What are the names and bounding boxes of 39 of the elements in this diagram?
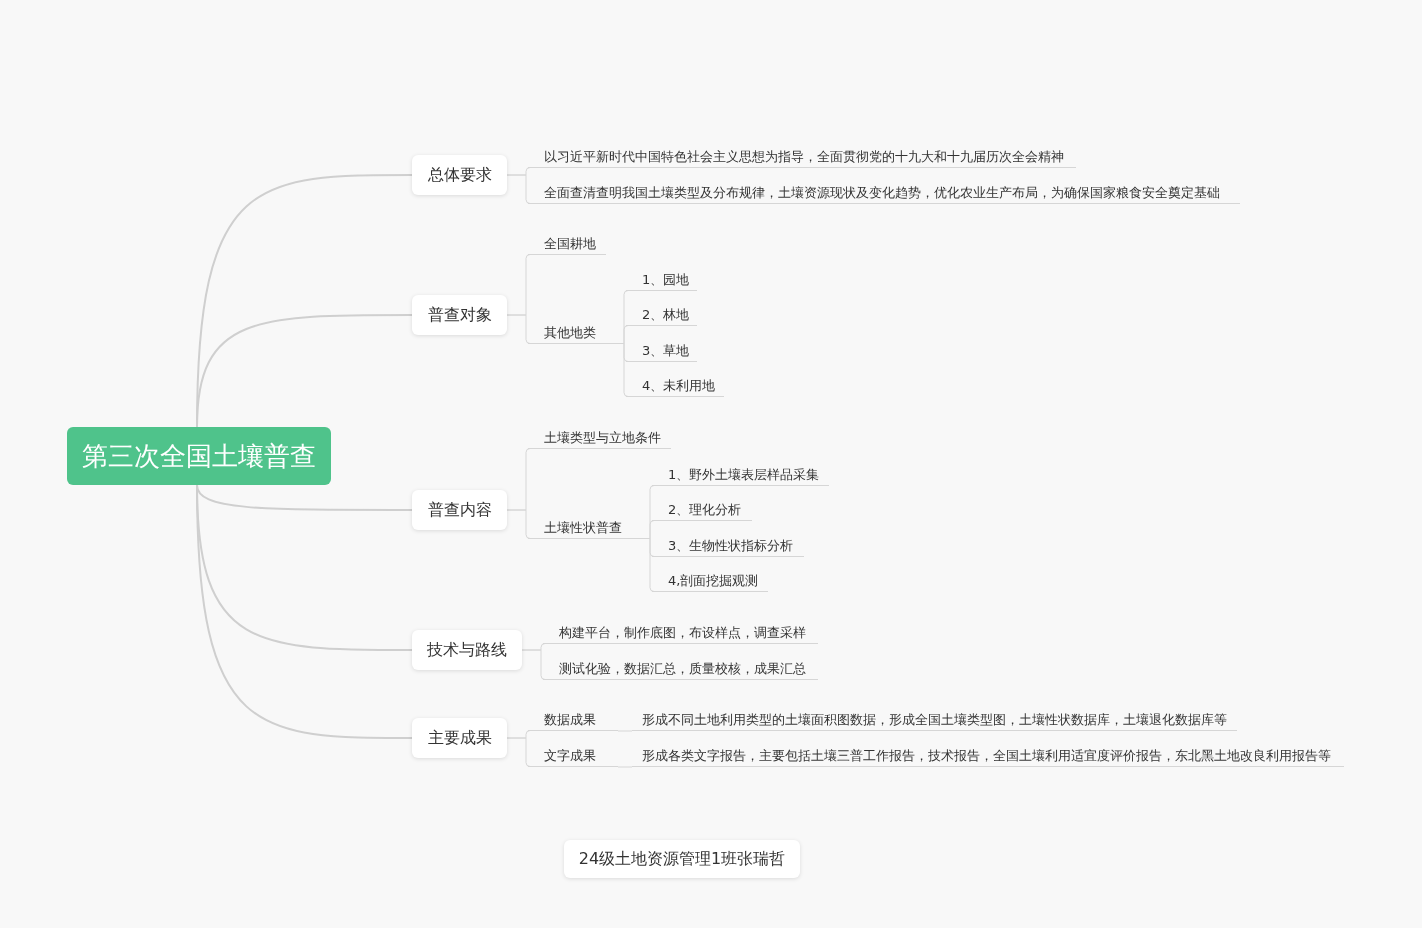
connector-line <box>506 737 531 767</box>
subtopic-label: 形成各类文字报告，主要包括土壤三普工作报告，技术报告，全国土壤利用适宜度评价报告，东北黑土地改良利用报告等 <box>632 746 1344 767</box>
topic-box: 总体要求 <box>412 155 507 195</box>
central-topic-box: 第三次全国土壤普查 <box>67 427 331 485</box>
connector-line <box>623 343 629 397</box>
subtopic-label: 2、林地 <box>626 305 697 326</box>
connector-line <box>649 538 655 592</box>
subtopic-label: 土壤性状普查 <box>528 518 650 539</box>
subtopic-label: 1、园地 <box>626 270 697 291</box>
topic-box: 普查对象 <box>412 295 507 335</box>
topic-box: 普查内容 <box>412 490 507 530</box>
subtopic-label: 4,剖面挖掘观测 <box>652 571 768 592</box>
subtopic-label: 其他地类 <box>528 323 624 344</box>
topic-box: 主要成果 <box>412 718 507 758</box>
subtopic-label: 3、生物性状指标分析 <box>652 536 804 557</box>
subtopic-label: 文字成果 <box>528 746 618 767</box>
subtopic-label: 1、野外土壤表层样品采集 <box>652 465 829 486</box>
subtopic-label: 全国耕地 <box>528 234 606 255</box>
subtopic-label: 土壤类型与立地条件 <box>528 428 671 449</box>
subtopic-label: 测试化验，数据汇总，质量校核，成果汇总 <box>543 659 818 680</box>
subtopic-label: 3、草地 <box>626 341 697 362</box>
connector-line <box>521 649 546 680</box>
subtopic-label: 构建平台，制作底图，布设样点，调查采样 <box>543 623 818 644</box>
connector-line <box>196 314 413 428</box>
subtopic-label: 以习近平新时代中国特色社会主义思想为指导，全面贯彻党的十九大和十九届历次全会精神 <box>528 147 1076 168</box>
connector-line <box>623 325 629 345</box>
connector-line <box>506 509 531 539</box>
connector-line <box>617 730 633 732</box>
subtopic-label: 形成不同土地利用类型的土壤面积图数据，形成全国土壤类型图，土壤性状数据库，土壤退化数据库等 <box>632 710 1237 731</box>
connector-line <box>649 520 655 540</box>
topic-box: 技术与路线 <box>412 630 522 670</box>
connector-line <box>617 766 633 768</box>
subtopic-label: 全面查清查明我国土壤类型及分布规律，土壤资源现状及变化趋势，优化农业生产布局，为确保国家粮食安全奠定基础 <box>528 183 1240 204</box>
subtopic-label: 4、未利用地 <box>626 376 724 397</box>
subtopic-label: 数据成果 <box>528 710 618 731</box>
connector-line <box>506 314 531 344</box>
connector-line <box>506 174 531 204</box>
topic-box: 24级土地资源管理1班张瑞哲 <box>564 840 800 878</box>
subtopic-label: 2、理化分析 <box>652 500 752 521</box>
